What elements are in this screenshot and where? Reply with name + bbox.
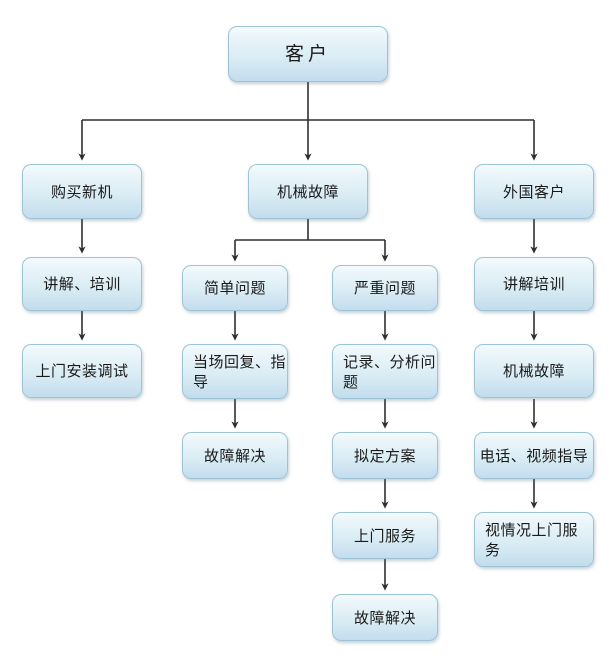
node-label: 上门安装调试 bbox=[35, 362, 129, 380]
node-buy-onsite-install-debug[interactable]: 上门安装调试 bbox=[22, 344, 142, 398]
node-label: 视情况上门服 务 bbox=[485, 520, 579, 559]
node-simple-fault-resolved[interactable]: 故障解决 bbox=[182, 432, 288, 479]
node-label: 记录、分析问 题 bbox=[343, 352, 437, 391]
node-label: 故障解决 bbox=[203, 446, 266, 465]
node-foreign-phone-video-guide[interactable]: 电话、视频指导 bbox=[474, 432, 594, 479]
node-label: 讲解培训 bbox=[502, 275, 565, 293]
node-severe-fault-resolved[interactable]: 故障解决 bbox=[332, 594, 438, 641]
node-label: 拟定方案 bbox=[353, 446, 416, 465]
node-label: 故障解决 bbox=[353, 608, 416, 627]
node-simple-onsite-reply-guide[interactable]: 当场回复、指 导 bbox=[182, 344, 288, 399]
node-label: 讲解、培训 bbox=[43, 275, 121, 293]
node-severe-draft-plan[interactable]: 拟定方案 bbox=[332, 432, 438, 479]
node-label: 当场回复、指 导 bbox=[193, 352, 287, 391]
node-label: 简单问题 bbox=[203, 279, 266, 297]
node-label: 严重问题 bbox=[353, 279, 416, 297]
node-foreign-conditional-onsite-service[interactable]: 视情况上门服 务 bbox=[474, 512, 594, 567]
node-label: 机械故障 bbox=[502, 362, 565, 380]
node-foreign-mechanical-fault[interactable]: 机械故障 bbox=[474, 344, 594, 398]
node-branch-mechanical-fault[interactable]: 机械故障 bbox=[248, 164, 368, 219]
node-branch-foreign-customer[interactable]: 外国客户 bbox=[474, 164, 594, 219]
node-severe-record-analyze[interactable]: 记录、分析问 题 bbox=[332, 344, 438, 399]
node-fault-simple-issue[interactable]: 简单问题 bbox=[182, 265, 288, 311]
node-label: 电话、视频指导 bbox=[479, 446, 589, 465]
node-label: 上门服务 bbox=[353, 526, 416, 545]
node-branch-buy-new-machine[interactable]: 购买新机 bbox=[22, 164, 142, 219]
node-fault-severe-issue[interactable]: 严重问题 bbox=[332, 265, 438, 311]
node-foreign-explain-training[interactable]: 讲解培训 bbox=[474, 257, 594, 311]
node-label: 机械故障 bbox=[276, 182, 339, 201]
node-buy-explain-training[interactable]: 讲解、培训 bbox=[22, 257, 142, 311]
node-root-customer[interactable]: 客户 bbox=[228, 26, 388, 82]
node-severe-onsite-service[interactable]: 上门服务 bbox=[332, 512, 438, 559]
node-label: 购买新机 bbox=[50, 182, 113, 201]
node-label: 客户 bbox=[284, 43, 331, 65]
node-label: 外国客户 bbox=[502, 182, 565, 201]
